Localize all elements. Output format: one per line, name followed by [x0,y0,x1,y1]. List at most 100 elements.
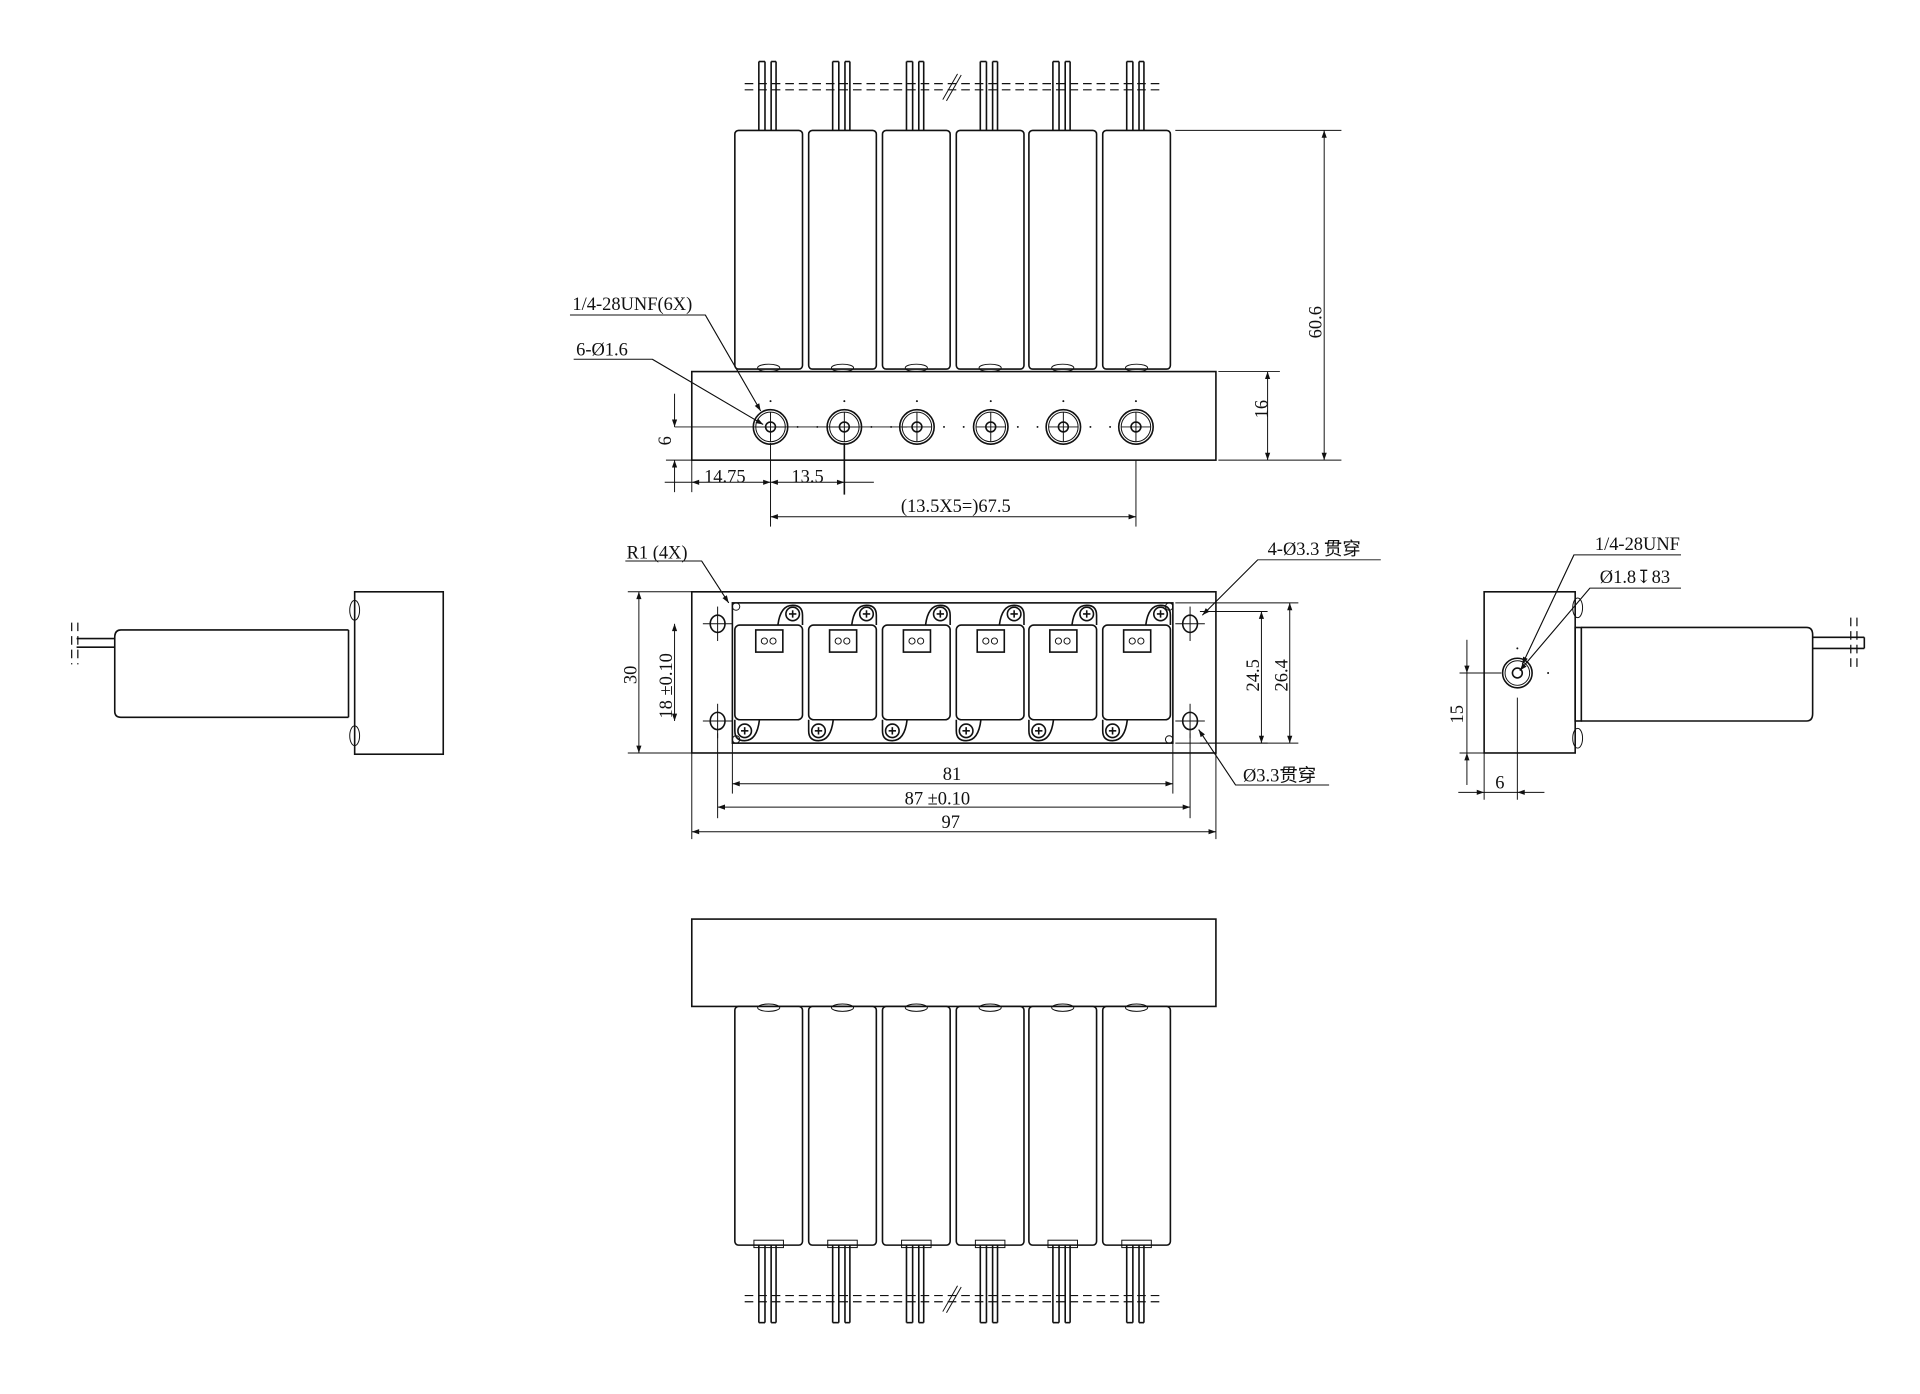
dimension-line [701,560,730,604]
dimension-line [1198,729,1237,786]
base-plate [690,591,1217,754]
break-mark [946,74,962,102]
thread-callout-6x: 1/4-28UNF(6X) [572,294,692,315]
center-dot [1062,400,1065,403]
corner-radius [731,602,741,611]
dim-first-offset: 14.75 [704,466,745,486]
flange [1574,626,1583,722]
seal [1572,727,1584,749]
center-dot [989,400,992,403]
seal [1051,1003,1075,1012]
terminal [843,637,851,645]
screw [1152,606,1169,622]
screw [737,723,753,739]
dim-total-height: 60.6 [1306,306,1326,338]
seal [349,725,361,747]
solenoid-cap [1047,1239,1078,1249]
terminal [834,637,842,645]
solenoid-coil [1101,129,1172,370]
coil-top [1028,624,1098,721]
terminal [1137,637,1145,645]
terminal [1063,637,1071,645]
dim-block-height: 16 [1252,400,1272,418]
dimension-line [704,314,762,412]
solenoid-cap [1121,1239,1152,1249]
center-dot [943,425,945,428]
screw-tab [1101,719,1129,742]
screw-tab [998,604,1025,626]
connector [828,629,858,653]
port-outer [1045,408,1082,445]
terminal [760,637,768,645]
port-outer [1501,657,1533,689]
coil-top [955,624,1025,721]
leader [625,560,730,604]
bottom-view [690,918,1217,1324]
center-dot [1036,425,1039,428]
seal [1124,1003,1149,1012]
side-hole-callout: Ø1.8↧83 [1600,567,1670,587]
port-outer [972,408,1009,445]
break-mark [942,73,958,100]
center-dot [1516,647,1519,650]
solenoid-coil [734,1005,804,1246]
port-hole [1511,667,1524,679]
terminal [982,637,990,645]
coil-body [1581,626,1814,722]
manifold-block [690,918,1217,1008]
connector [754,629,784,653]
screw [958,723,974,739]
terminal [1054,637,1062,645]
side-thread-callout: 1/4-28UNF [1595,534,1680,554]
coil-top [807,624,878,721]
center-dot [1109,425,1112,428]
dim-total-pitch: (13.5X5=)67.5 [901,496,1011,517]
coil-top [734,624,804,721]
terminal [769,637,777,645]
hole-callout-6x: 6-Ø1.6 [576,340,628,360]
center-dot [962,425,965,428]
solenoid-coil [955,129,1025,370]
solenoid-coil [881,129,951,370]
screw-tab [1028,719,1055,742]
solenoid-coil [1028,1005,1098,1246]
screw-tab [734,719,761,742]
dim-side-hole-height: 15 [1447,705,1467,723]
dimension-line [652,358,764,425]
seal [1572,597,1584,619]
break-mark [946,1286,962,1314]
solenoid-cap [753,1239,784,1249]
solenoid-cap [974,1239,1006,1249]
screw [884,723,900,739]
mount-hole-callout: Ø3.3贯穿 [1243,765,1316,785]
center-dot [1134,400,1137,403]
screw [858,606,875,622]
seal [830,1003,855,1012]
screw [1031,723,1047,739]
solenoid-coil [1028,129,1098,370]
solenoid-coil [881,1005,951,1246]
solenoid-coil [734,129,804,370]
screw [785,606,801,622]
radius-callout: R1 (4X) [627,543,688,564]
screw [1079,606,1095,622]
port-inner [1504,660,1531,686]
leader [1519,587,1681,671]
solenoid-cap [901,1239,932,1249]
terminal [1128,637,1136,645]
screw-tab [807,719,835,742]
screw [810,723,827,739]
coil-top [1101,624,1172,721]
screw-tab [881,719,908,742]
solenoid-cap [827,1239,858,1249]
solenoid-coil [807,1005,878,1246]
screw-tab [1071,604,1098,626]
inner-plate [731,602,1174,744]
left-side-view [71,591,445,756]
top-view [625,559,1381,840]
solenoid-coil [807,129,878,370]
center-dot [1547,672,1550,674]
connector [1049,629,1078,653]
screw-tab [924,604,951,626]
